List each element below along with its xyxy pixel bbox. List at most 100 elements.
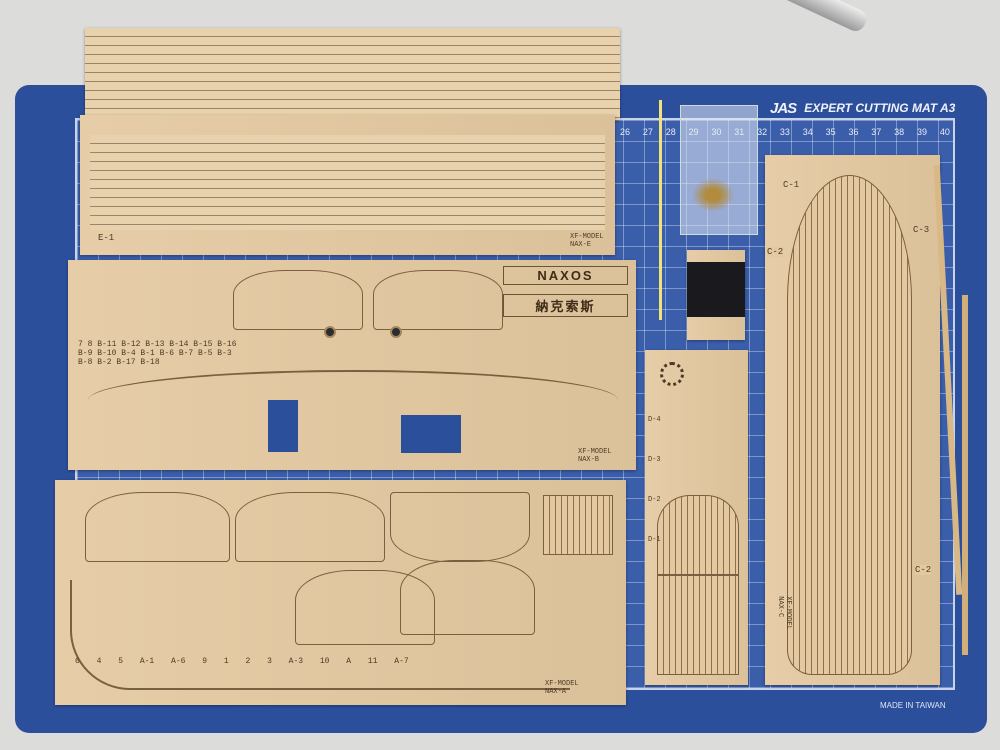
sheet-mark: XF-MODEL NAX-C xyxy=(775,596,792,630)
part-label: C-1 xyxy=(783,180,800,190)
ruler-number: 34 xyxy=(802,127,813,137)
part-label: B-14 xyxy=(169,340,194,349)
wood-sheet-a: XF-MODEL NAX-A 6 4 5 A-1 A-6 9 1 2 3 A-3… xyxy=(55,480,626,705)
wood-strips-sheet-top xyxy=(85,28,620,120)
ruler-number: 37 xyxy=(871,127,882,137)
part-label: 11 xyxy=(367,657,395,666)
part-label: 7 xyxy=(78,340,88,349)
ruler-number: 39 xyxy=(916,127,927,137)
ruler-number: 38 xyxy=(894,127,905,137)
ruler-numbers: 26 27 28 29 30 31 32 33 34 35 36 37 38 3… xyxy=(620,127,950,141)
part-labels: 6 4 5 A-1 A-6 9 1 2 3 A-3 10 A 11 A-7 xyxy=(75,656,515,668)
part-label: 6 xyxy=(75,657,97,666)
part-label: C-2 xyxy=(915,565,932,575)
brass-pins xyxy=(688,175,738,215)
ruler-number: 32 xyxy=(757,127,768,137)
ships-wheel xyxy=(660,362,684,386)
part-label: B-13 xyxy=(145,340,170,349)
part-label: 3 xyxy=(267,657,289,666)
part-label: A-1 xyxy=(139,657,172,666)
part-label: 8 xyxy=(87,340,98,349)
hardware-bag xyxy=(680,105,758,235)
part-label: 4 xyxy=(96,657,119,666)
mat-origin: MADE IN TAIWAN xyxy=(880,701,946,710)
part-label: B-11 xyxy=(97,340,122,349)
part-label: C-2 xyxy=(767,247,784,257)
yellow-rod xyxy=(659,100,662,320)
ruler-number: 29 xyxy=(688,127,699,137)
part-label: B-4 xyxy=(121,349,141,358)
part-label: A-7 xyxy=(394,657,409,666)
part-label: 2 xyxy=(245,657,268,666)
part-labels: 7 8 B-11 B-12 B-13 B-14 B-15 B-16 B-9 B-… xyxy=(78,340,238,367)
mat-title: EXPERT CUTTING MAT A3 xyxy=(804,101,956,115)
part-8 xyxy=(373,270,503,330)
mat-brand: JAS EXPERT CUTTING MAT A3 xyxy=(770,101,955,116)
ruler-number: 36 xyxy=(848,127,859,137)
part-label: B-5 xyxy=(198,349,218,358)
part-4 xyxy=(235,492,385,562)
part-label: B-15 xyxy=(193,340,218,349)
keel xyxy=(70,580,570,690)
porthole xyxy=(324,326,336,338)
wood-strips xyxy=(90,135,605,230)
ruler-number: 40 xyxy=(939,127,950,137)
ruler-number: 28 xyxy=(665,127,676,137)
part-label: B-16 xyxy=(217,340,237,349)
sheet-mark: XF-MODEL NAX-E xyxy=(570,233,604,249)
part-labels: D-4 D-3 D-2 D-1 xyxy=(648,400,668,560)
wood-sheet-d: D-4 D-3 D-2 D-1 xyxy=(645,350,748,685)
porthole xyxy=(390,326,402,338)
deck-d1 xyxy=(657,575,739,675)
part-label: 10 xyxy=(319,657,347,666)
brand-logo: JAS xyxy=(770,100,797,117)
part-label: A xyxy=(346,657,368,666)
part-label: 5 xyxy=(118,657,140,666)
part-label: B-12 xyxy=(121,340,146,349)
part-label: B-1 xyxy=(140,349,160,358)
part-label: B-8 xyxy=(78,358,98,367)
ruler-number: 30 xyxy=(711,127,722,137)
wood-strips-sheet-e: E-1 XF-MODEL NAX-E xyxy=(80,115,615,255)
metal-rod xyxy=(760,0,870,35)
window-panel xyxy=(268,400,298,452)
wood-sheet-b: NAXOS 納克索斯 XF-MODEL NAX-B 7 8 B-11 B-12 … xyxy=(68,260,636,470)
ship-name-cn: 納克索斯 xyxy=(503,294,628,317)
part-label: C-3 xyxy=(913,225,930,235)
sheet-mark: XF-MODEL NAX-A xyxy=(545,680,579,696)
part-label: 9 xyxy=(202,657,224,666)
part-label: D-3 xyxy=(648,456,661,464)
part-6 xyxy=(85,492,230,562)
part-label: 1 xyxy=(223,657,246,666)
hull-rail xyxy=(88,370,618,430)
part-label: B-17 xyxy=(116,358,141,367)
sheet-mark: XF-MODEL NAX-B xyxy=(578,448,612,464)
part-label: B-18 xyxy=(140,358,160,367)
part-5 xyxy=(390,492,530,562)
wood-dowel xyxy=(962,295,968,655)
wood-sheet-c: XF-MODEL NAX-C C-1 C-2 C-3 C-2 xyxy=(765,155,940,685)
black-thread xyxy=(687,262,745,317)
part-label: B-9 xyxy=(78,349,98,358)
part-label: B-2 xyxy=(97,358,117,367)
ruler-number: 35 xyxy=(825,127,836,137)
part-label: B-10 xyxy=(97,349,122,358)
deck-d2 xyxy=(657,495,739,575)
part-label: D-2 xyxy=(648,496,661,504)
part-a6 xyxy=(543,495,613,555)
ruler-number: 33 xyxy=(779,127,790,137)
part-label: D-4 xyxy=(648,416,661,424)
ruler-number: 26 xyxy=(620,127,631,137)
part-label: A-3 xyxy=(288,657,320,666)
part-label: E-1 xyxy=(98,233,115,243)
part-label: B-3 xyxy=(217,349,232,358)
thread-spool xyxy=(687,250,745,340)
part-label: A-6 xyxy=(171,657,203,666)
hull-deck xyxy=(787,175,912,675)
window-panel xyxy=(401,415,461,453)
ship-name-en: NAXOS xyxy=(503,266,628,285)
ruler-number: 27 xyxy=(642,127,653,137)
part-label: B-6 xyxy=(159,349,179,358)
part-label: B-7 xyxy=(178,349,199,358)
part-label: D-1 xyxy=(648,536,661,544)
